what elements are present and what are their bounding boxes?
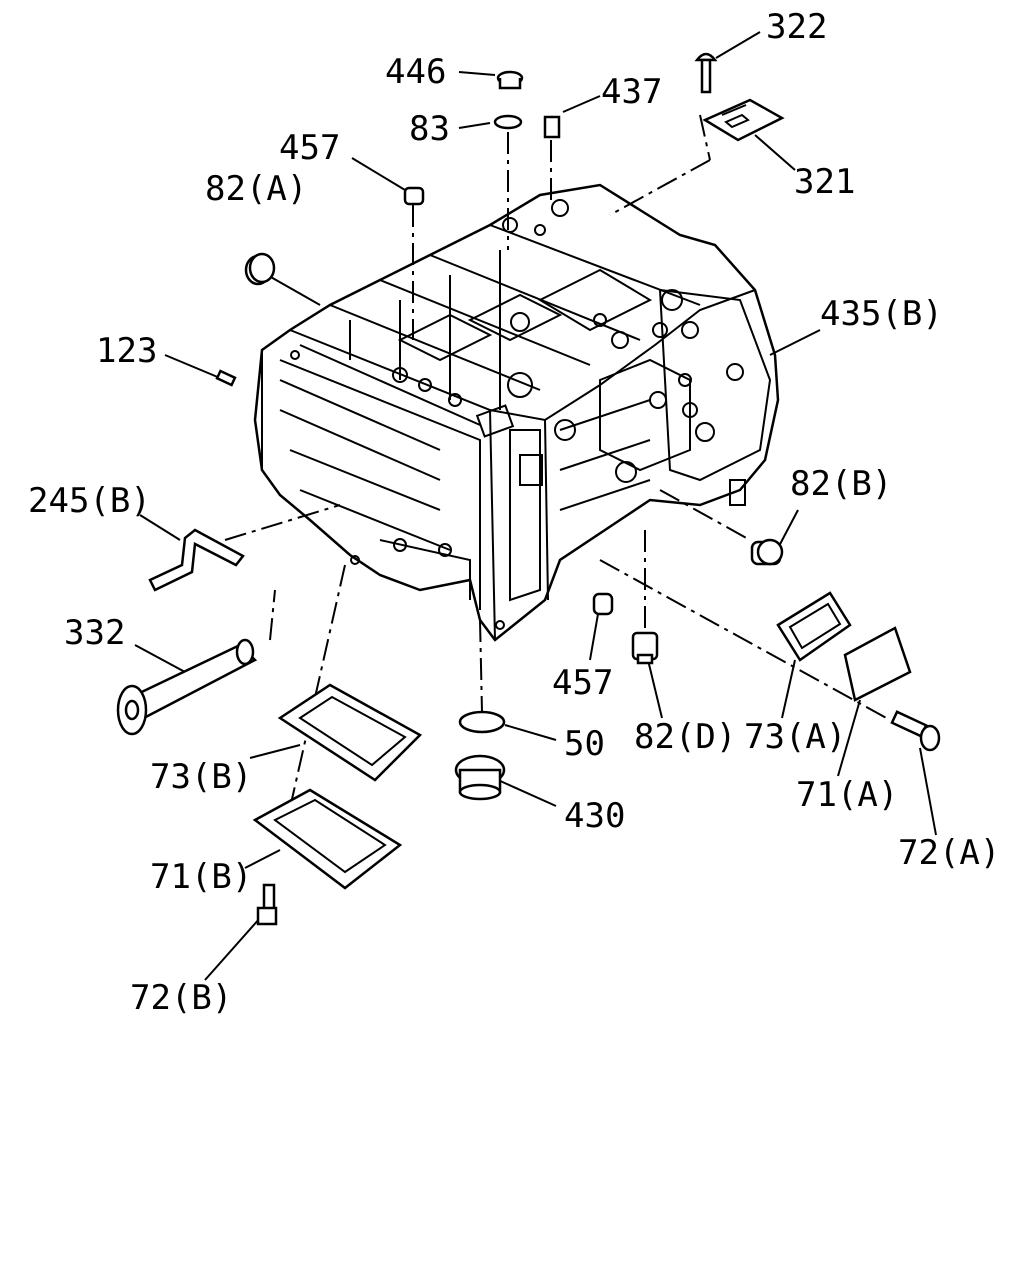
transmission-case <box>253 183 780 642</box>
part-82d-plug <box>631 631 659 665</box>
callout-71b: 71(B) <box>150 857 252 897</box>
callout-72a: 72(A) <box>898 833 1000 873</box>
part-457-plug-top <box>403 186 425 206</box>
callout-82d: 82(D) <box>634 717 736 757</box>
callout-245b: 245(B) <box>28 481 151 521</box>
callout-437: 437 <box>601 72 662 112</box>
part-83-washer <box>493 114 523 130</box>
part-322-rivet <box>694 52 718 94</box>
callout-71a: 71(A) <box>796 775 898 815</box>
part-82b-plug <box>750 538 784 566</box>
part-437-breather <box>543 115 561 139</box>
part-430-plug <box>454 754 506 801</box>
part-82a-plug <box>244 252 276 286</box>
callout-457-bottom: 457 <box>552 663 613 703</box>
callout-labels: 322 446 437 83 457 321 82(A) 435(B) 123 … <box>28 7 1000 1018</box>
callout-82a: 82(A) <box>205 169 307 209</box>
callout-72b: 72(B) <box>130 978 232 1018</box>
part-72a-bolt <box>890 710 941 752</box>
callout-82b: 82(B) <box>790 464 892 504</box>
part-73a-gasket <box>776 591 852 662</box>
callout-446: 446 <box>385 52 446 92</box>
part-72b-bolt <box>256 883 278 926</box>
callout-457-top: 457 <box>279 128 340 168</box>
part-73b-gasket <box>277 683 423 782</box>
part-123-pin <box>215 369 237 387</box>
part-71b-cover <box>252 788 403 890</box>
callout-83: 83 <box>409 109 450 149</box>
part-245b-pipe <box>148 528 245 592</box>
callout-123: 123 <box>96 331 157 371</box>
callout-73a: 73(A) <box>744 717 846 757</box>
part-321-plate <box>702 98 785 142</box>
callout-73b: 73(B) <box>150 757 252 797</box>
callout-322: 322 <box>766 7 827 47</box>
part-446-plug <box>496 70 524 90</box>
part-457-plug-bottom <box>592 592 614 616</box>
callout-321: 321 <box>794 162 855 202</box>
part-332-filter <box>116 638 258 736</box>
callout-435b: 435(B) <box>820 294 943 334</box>
callout-50: 50 <box>564 724 605 764</box>
part-71a-cover <box>843 626 912 702</box>
callout-430: 430 <box>564 796 625 836</box>
callout-332: 332 <box>64 613 125 653</box>
part-50-oring <box>458 710 506 734</box>
